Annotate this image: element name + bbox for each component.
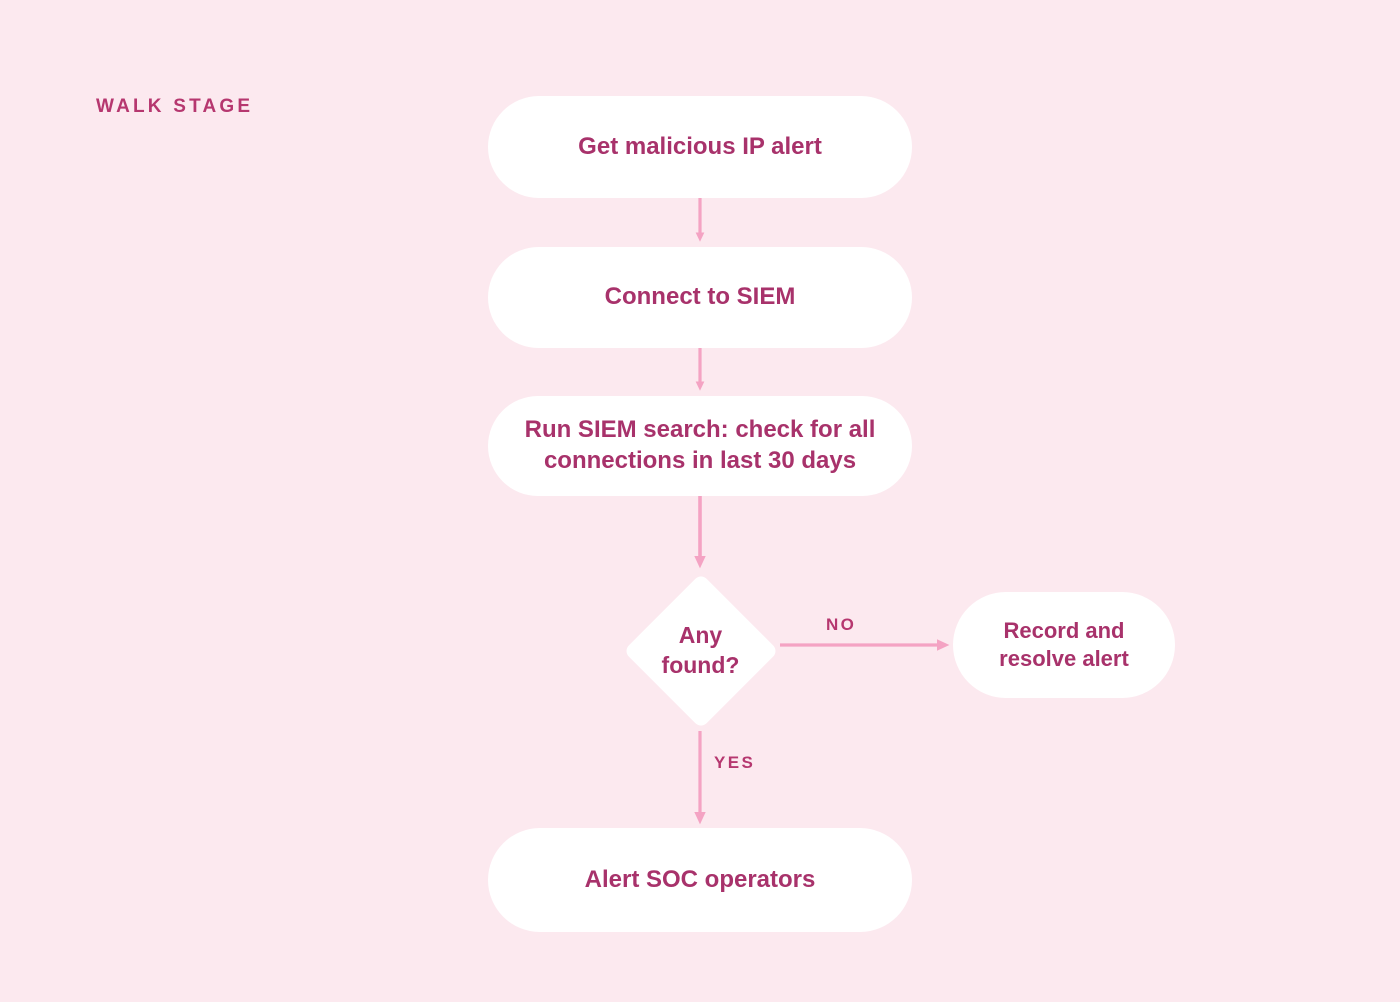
edge-label-no: NO [826, 615, 857, 634]
node-label: Alert SOC operators [584, 865, 816, 893]
stage-label: Walk stage [96, 96, 254, 117]
node-label: Record and resolve alert [999, 617, 1129, 671]
node-label: Connect to SIEM [604, 283, 796, 311]
node-any-found-decision[interactable]: Any found? [622, 572, 779, 729]
node-label: Run SIEM search: check for all connectio… [524, 416, 876, 474]
node-connect-to-siem[interactable]: Connect to SIEM [488, 247, 912, 348]
node-label: Get malicious IP alert [578, 132, 822, 160]
node-get-malicious-ip-alert[interactable]: Get malicious IP alert [488, 96, 912, 198]
edge-label-yes: YES [714, 753, 756, 772]
node-alert-soc-operators[interactable]: Alert SOC operators [488, 828, 912, 932]
node-label: Any found? [661, 621, 740, 678]
node-record-and-resolve-alert[interactable]: Record and resolve alert [953, 592, 1175, 698]
node-run-siem-search[interactable]: Run SIEM search: check for all connectio… [488, 396, 912, 496]
